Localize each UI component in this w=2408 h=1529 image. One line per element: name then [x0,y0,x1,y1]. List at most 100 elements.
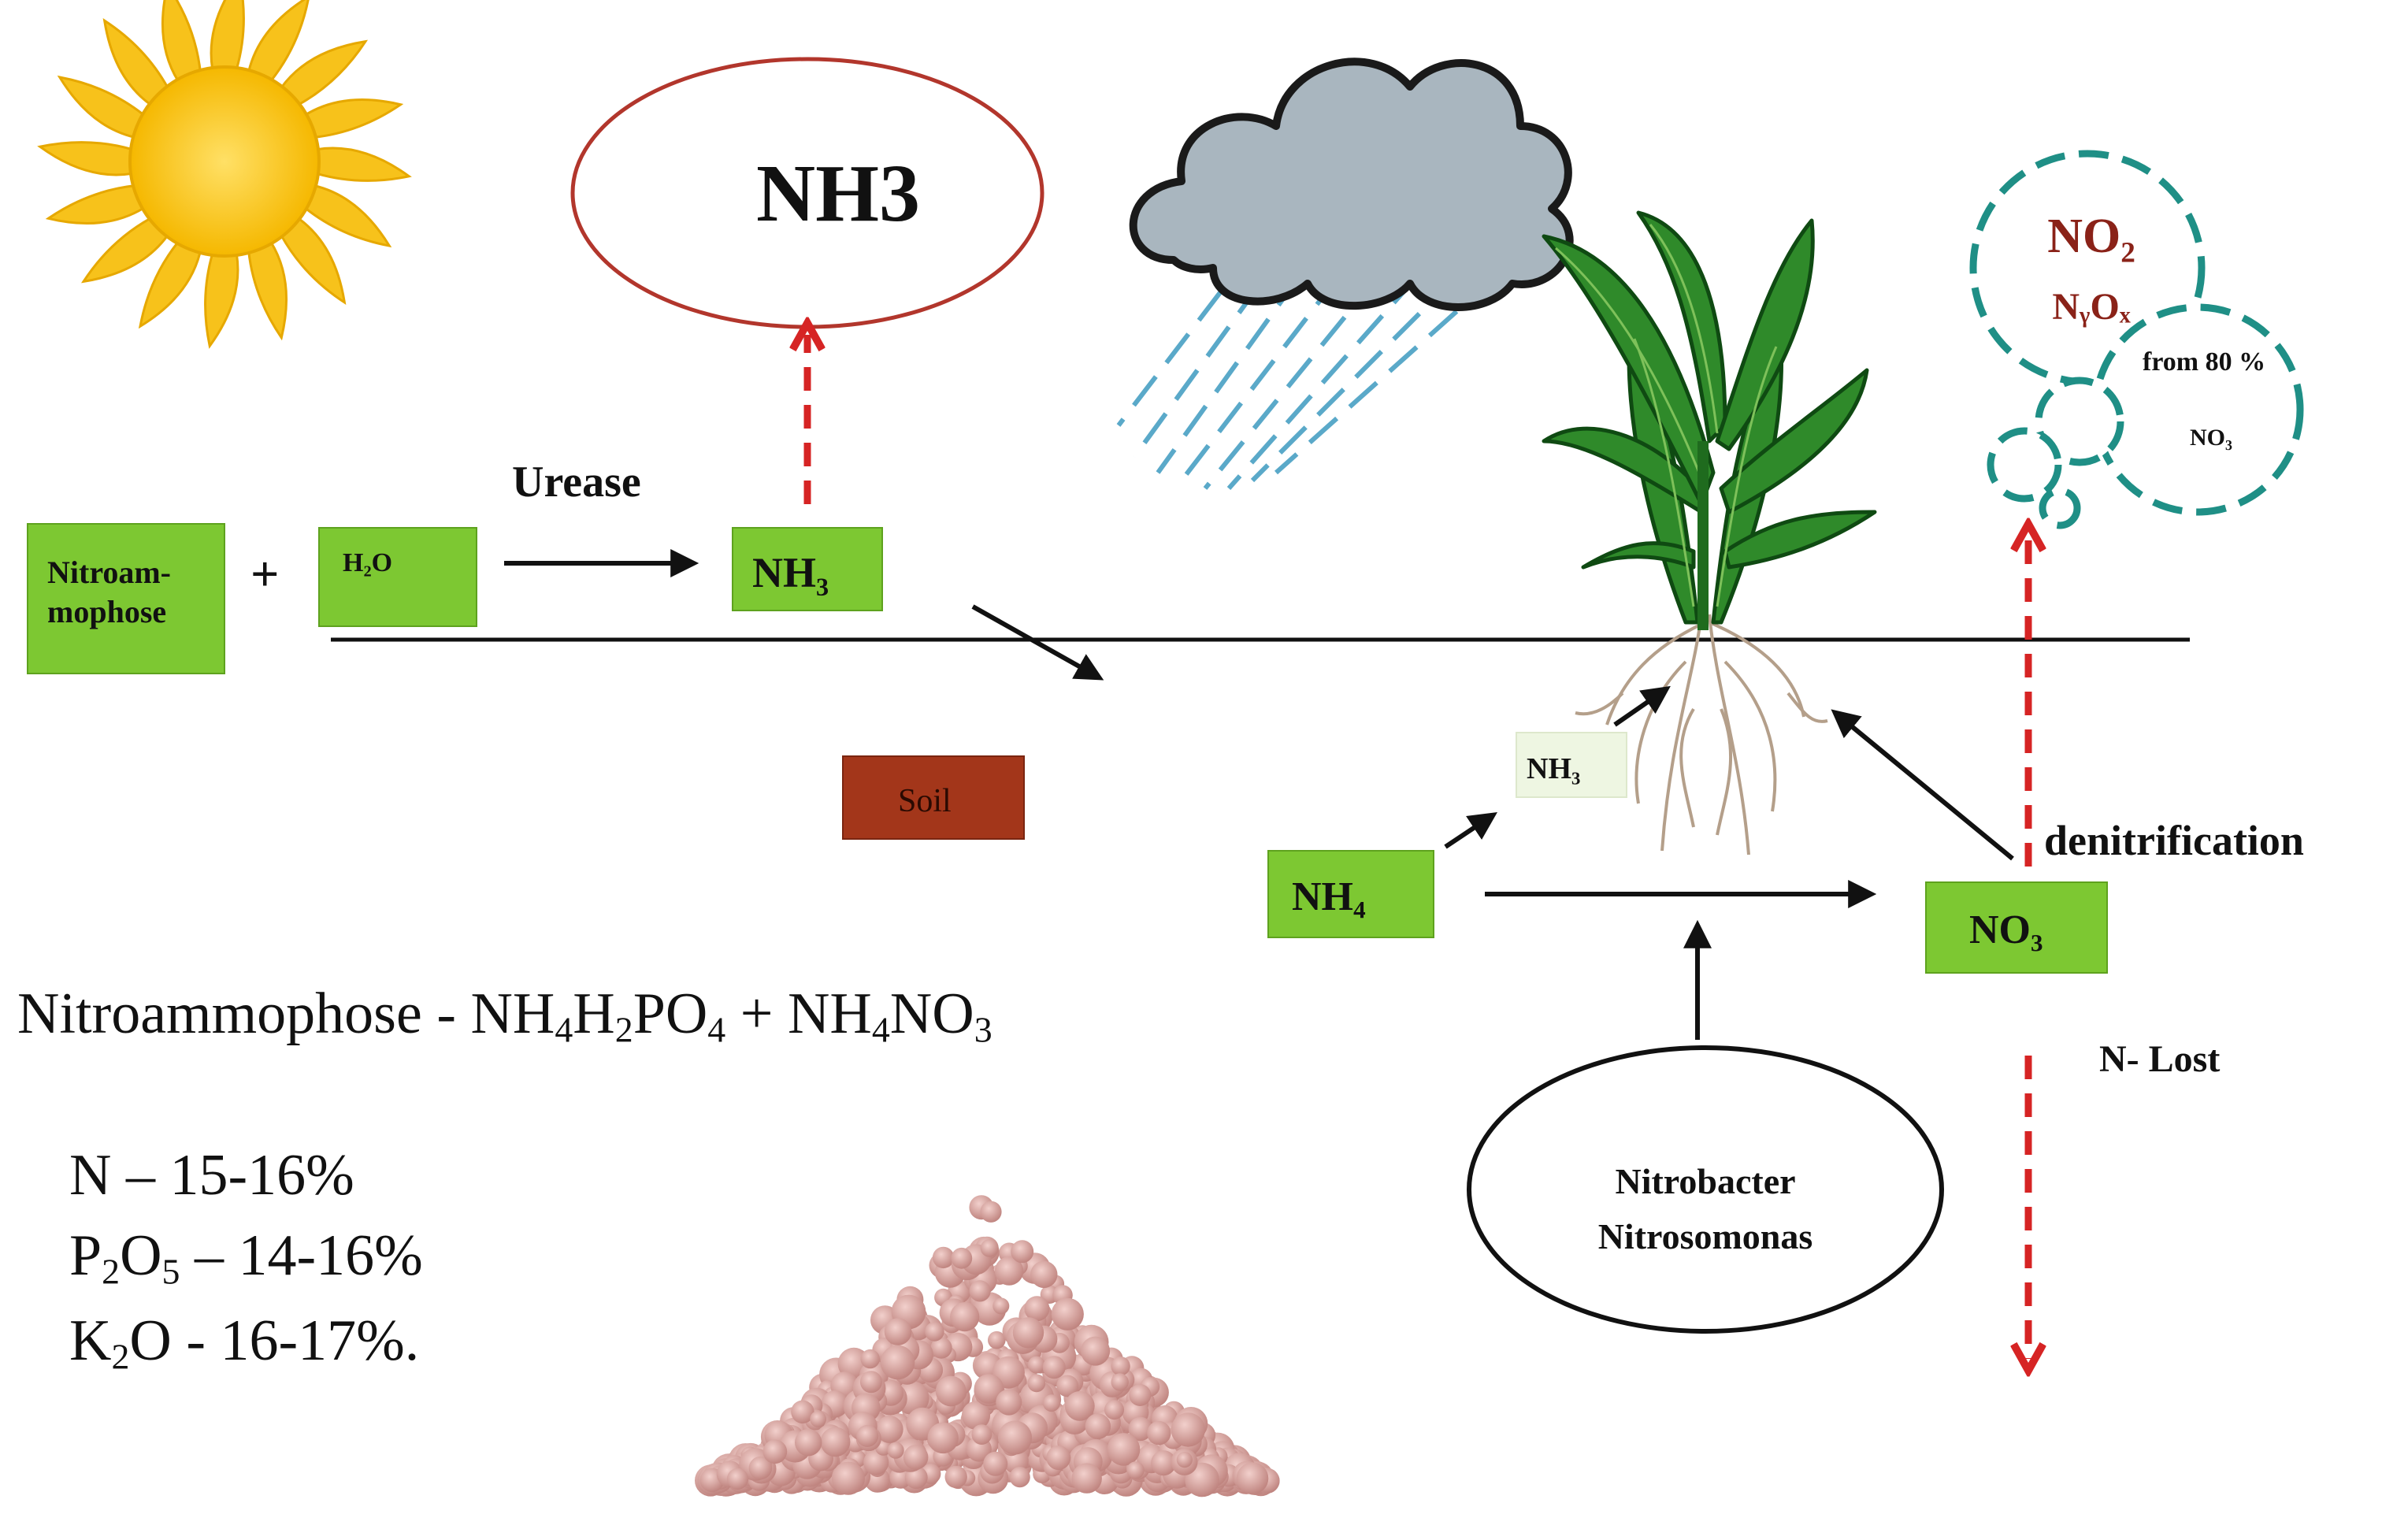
granule [951,1247,973,1269]
granule [859,1371,882,1394]
granule [1009,1467,1030,1488]
small-bubble [2039,487,2081,529]
element: O [129,1308,172,1374]
sun-ray [279,39,369,106]
formula-part: NH [470,982,555,1046]
granule [1107,1433,1141,1466]
granule [748,1456,773,1480]
sun-ray [138,240,202,329]
formula-separator: - [421,982,471,1046]
sun-ray [303,98,404,139]
granule [1171,1412,1206,1447]
formula-subscript: 2 [614,1009,633,1050]
granule [994,1256,1024,1286]
sun-ray [247,240,288,341]
granule [969,1280,991,1302]
h2o-box [318,527,477,627]
sun-ray [102,17,169,107]
element: K [69,1308,112,1374]
nh3-root-label: NH₃ [1527,752,1580,785]
subscript: 2 [111,1336,130,1377]
granule [1071,1463,1102,1494]
formula-line: Nitroammophose - NH4H2PO4 + NH4NO3 [17,981,993,1050]
granule [1027,1356,1045,1374]
sun-ray [303,184,392,248]
composition-row-k2o: K2O - 16-17%. [69,1312,423,1375]
from-80-label: from 80 % [2143,347,2265,377]
nitroammophose-box-label-line1: Nitroam- [47,555,171,590]
sun-ray [37,141,134,176]
sun-ray [57,75,146,139]
granule [1151,1450,1177,1476]
composition-list: N – 15-16% P2O5 – 14-16% K2O - 16-17%. [69,1146,423,1375]
small-bubble [2035,377,2124,466]
rain-drops [1116,273,1498,490]
granule [856,1424,879,1447]
plant-icon [1542,210,1877,855]
gas-bubbles [1969,150,2304,529]
formula-subscript: 4 [555,1009,573,1050]
element: P [69,1223,102,1288]
granule [1176,1452,1193,1468]
sun-ray [210,0,245,71]
granule [791,1400,814,1424]
loss-arrows [807,335,2028,1359]
plus-sign: + [250,546,279,602]
granule [884,1318,912,1345]
granule [1128,1416,1153,1442]
nh4-box [1267,850,1434,938]
plant-roots [1575,614,1828,855]
granule [1236,1462,1269,1494]
formula-part: NO [889,982,974,1046]
granule [1104,1400,1124,1420]
no3-uptake-arrow [1831,709,2014,861]
composition-row-p2o5: P2O5 – 14-16% [69,1227,423,1290]
subscript: 5 [161,1251,180,1292]
formula-plus: + [725,982,788,1046]
soil-label: Soil [898,783,952,819]
granule [1046,1445,1071,1471]
granule [1051,1297,1084,1330]
urease-label: Urease [512,458,641,507]
sun-ray [280,216,347,306]
granule [950,1302,980,1332]
rain-cloud-icon [1116,58,1574,490]
granule [935,1375,967,1407]
granule [1042,1356,1066,1379]
granule [762,1439,788,1464]
granule [1024,1296,1050,1322]
granule [1129,1384,1152,1406]
sun-icon [37,0,412,349]
element: O [120,1223,162,1288]
granule [1111,1356,1130,1376]
no3-label: NO₃ [1969,907,2043,952]
granule [880,1345,915,1380]
no2-label: NO₂ [2047,210,2135,263]
granule [927,1422,959,1454]
denitrification-label: denitrification [2044,817,2304,864]
granule [831,1461,865,1495]
nh3-to-root-arrow [1613,685,1671,727]
percentage: – 14-16% [180,1223,423,1288]
granule [820,1427,851,1457]
granule [726,1468,749,1490]
nh4-to-nh3-arrow [1444,812,1497,849]
soil-box [842,755,1025,840]
granule [794,1429,822,1457]
granule [1147,1421,1171,1445]
nh3-root-box [1516,732,1627,798]
plant-leaves [1542,210,1877,625]
granule [1126,1461,1145,1479]
formula-subscript: 4 [871,1009,890,1050]
granule [1064,1391,1095,1421]
nitroammophose-box [27,523,225,674]
granule [974,1374,1004,1404]
granule [1111,1373,1129,1391]
granule [1012,1317,1044,1349]
granule [971,1424,993,1445]
granule [1027,1374,1046,1393]
nh3-box [732,527,883,611]
bacteria-label-line2: Nitrosomonas [1598,1216,1813,1256]
no3-gas-label: NO₃ [2190,425,2232,451]
